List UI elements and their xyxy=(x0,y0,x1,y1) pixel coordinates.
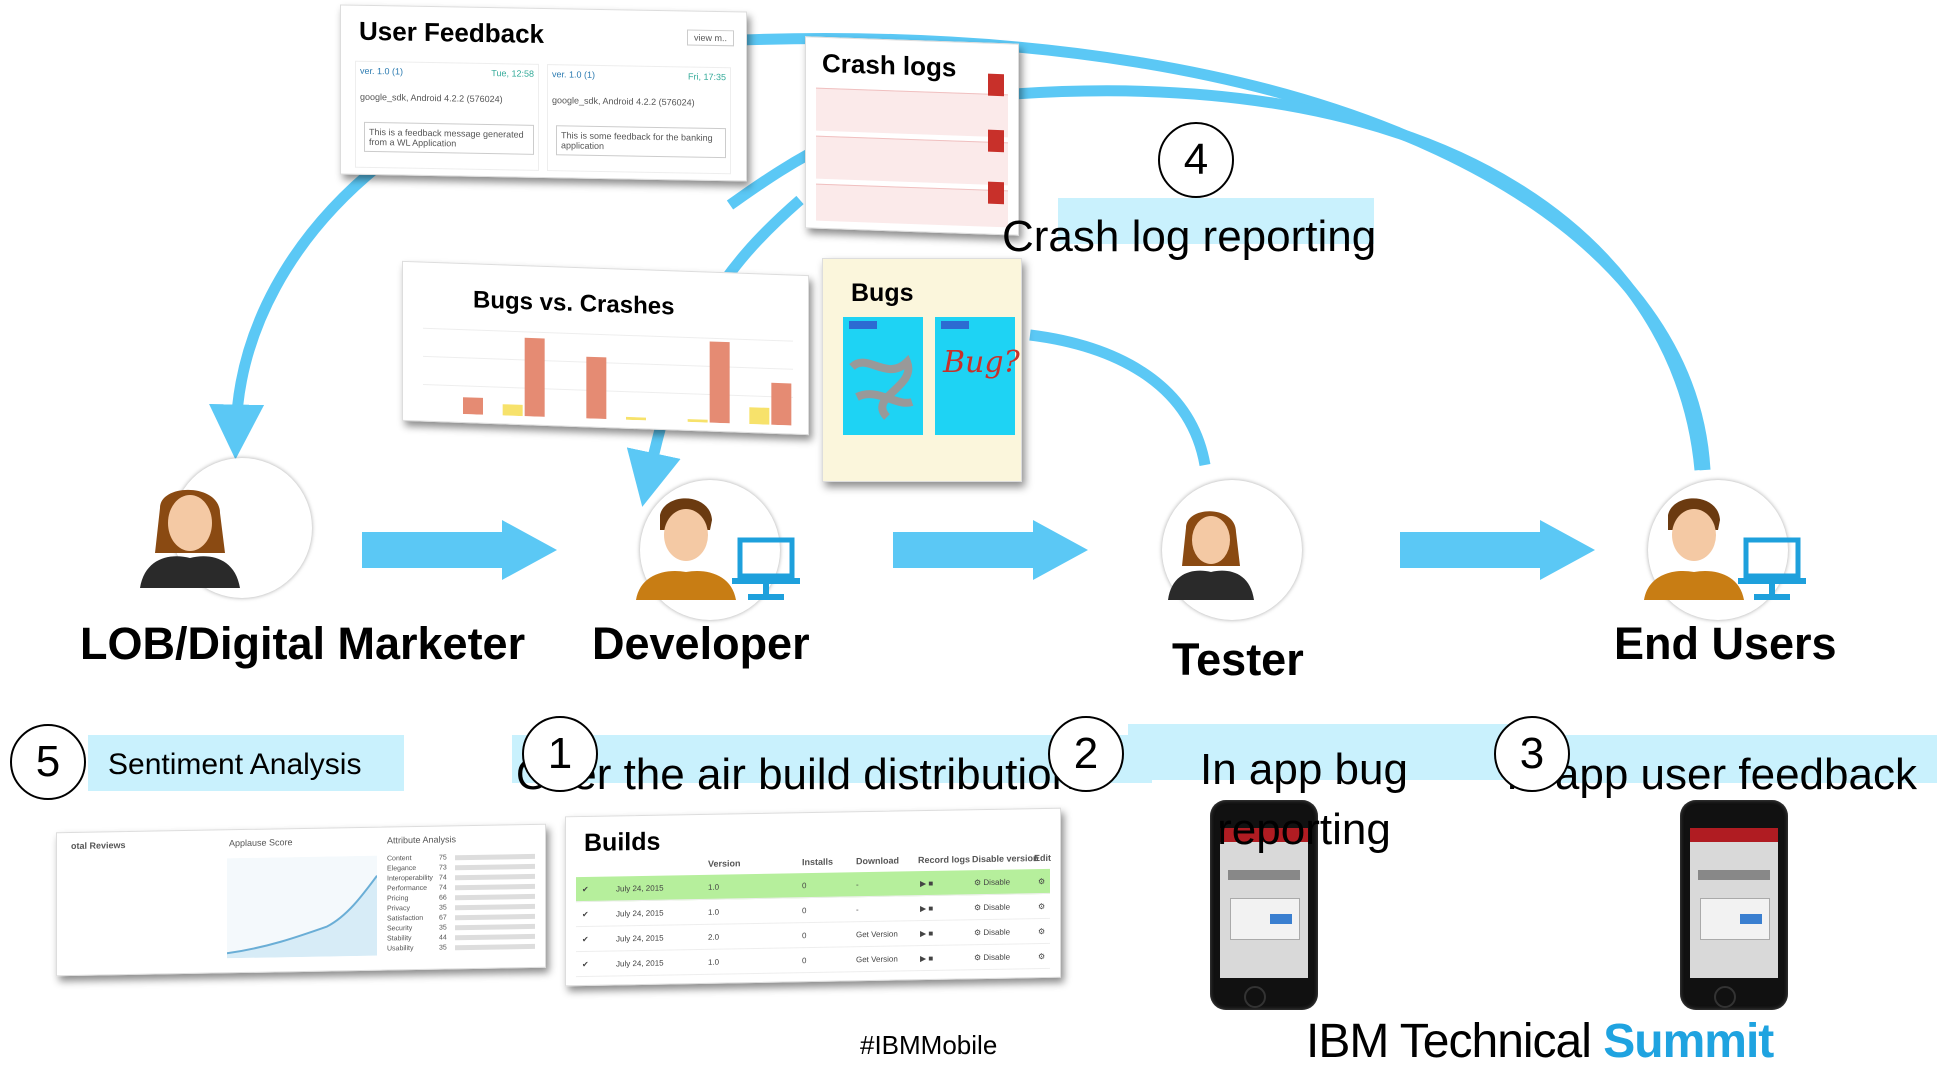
view-more-button[interactable]: view m.. xyxy=(686,29,734,47)
crash-entry-3 xyxy=(816,183,1008,228)
crashes-bar xyxy=(463,397,483,415)
crashes-bar xyxy=(709,341,730,424)
brand-summit: Summit xyxy=(1603,1015,1774,1068)
bugs-vs-crashes-title: Bugs vs. Crashes xyxy=(473,286,675,321)
step-4-label: Crash log reporting xyxy=(1002,212,1377,261)
feedback-col-1: ver. 1.0 (1) Tue, 12:58 google_sdk, Andr… xyxy=(355,60,539,171)
feedback-col-2: ver. 1.0 (1) Fri, 17:35 google_sdk, Andr… xyxy=(547,64,731,175)
bugs-vs-crashes-card: Bugs vs. Crashes xyxy=(402,260,809,436)
step-2-label: In app bug reporting xyxy=(1200,745,1408,854)
crash-entry-1 xyxy=(816,87,1008,138)
bugs-bar xyxy=(626,416,646,421)
crash-logs-title: Crash logs xyxy=(822,47,957,83)
applause-score-chart xyxy=(227,855,377,959)
role-developer: Developer xyxy=(592,618,810,669)
crash-file-icon-2 xyxy=(988,129,1004,153)
bugs-bar xyxy=(687,419,708,423)
feedback-2-time: Fri, 17:35 xyxy=(687,71,726,83)
arrow-lob-to-developer xyxy=(362,520,557,580)
role-tester: Tester xyxy=(1172,634,1304,685)
feedback-1-message: This is a feedback message generated fro… xyxy=(364,121,534,155)
arrow-developer-to-tester xyxy=(893,520,1088,580)
role-lob: LOB/Digital Marketer xyxy=(80,618,526,669)
role-end-users: End Users xyxy=(1614,618,1837,669)
builds-col-edit: Edit xyxy=(1034,852,1051,864)
feedback-1-device: google_sdk, Android 4.2.2 (576024) xyxy=(360,91,503,105)
user-feedback-card: User Feedback view m.. ver. 1.0 (1) Tue,… xyxy=(340,4,747,182)
brand-logo: IBM Technical Summit xyxy=(1306,1015,1774,1068)
grid-line xyxy=(423,355,793,370)
step-2-badge: 2 xyxy=(1048,716,1124,792)
feedback-2-device: google_sdk, Android 4.2.2 (576024) xyxy=(552,95,695,108)
laptop-icon xyxy=(732,537,800,600)
builds-title: Builds xyxy=(584,827,661,857)
step-3-label: In app user feedback xyxy=(1506,750,1917,799)
phone-user-feedback xyxy=(1680,800,1788,1010)
sentiment-dashboard-card: otal Reviews Applause Score Attribute An… xyxy=(56,823,546,977)
female-user-icon xyxy=(1168,511,1254,600)
builds-col-disable: Disable version xyxy=(972,853,1039,865)
tester-to-bugs-curve xyxy=(1029,329,1211,466)
step-4-band xyxy=(1058,198,1374,244)
bug-screenshot-1 xyxy=(843,317,923,435)
male-user-icon xyxy=(636,498,736,600)
bugs-title: Bugs xyxy=(851,279,914,307)
builds-col-record: Record logs xyxy=(918,854,971,866)
crashes-bar xyxy=(524,337,545,417)
bugs-bar xyxy=(502,404,523,417)
crashes-bar xyxy=(586,356,607,420)
female-user-icon xyxy=(140,489,240,588)
step-1-label: Over the air build distribution xyxy=(516,750,1077,799)
bugs-card: Bugs Bug? xyxy=(822,258,1022,482)
bugs-vs-crashes-chart xyxy=(423,327,793,426)
arrow-tester-to-end-users xyxy=(1400,520,1595,580)
grid-line xyxy=(423,327,793,342)
crash-file-icon-1 xyxy=(988,73,1004,97)
builds-col-version: Version xyxy=(708,858,741,869)
phone-bug-reporting xyxy=(1210,800,1318,1010)
crash-logs-card: Crash logs xyxy=(805,36,1019,236)
grid-line xyxy=(423,384,793,398)
laptop-icon xyxy=(1738,537,1806,600)
user-feedback-title: User Feedback xyxy=(359,15,544,50)
builds-card: Builds Version Installs Download Record … xyxy=(565,807,1061,987)
bug-sketch-text: Bug? xyxy=(943,345,1020,380)
feedback-2-version: ver. 1.0 (1) xyxy=(552,69,596,80)
step-2-band xyxy=(1128,724,1518,780)
builds-col-download: Download xyxy=(856,855,899,867)
attribute-analysis-heading: Attribute Analysis xyxy=(387,834,457,846)
step-5-label: Sentiment Analysis xyxy=(108,748,362,781)
feedback-1-version: ver. 1.0 (1) xyxy=(360,65,404,77)
builds-col-installs: Installs xyxy=(802,856,834,868)
feedback-2-message: This is some feedback for the banking ap… xyxy=(556,125,726,159)
bugs-bar xyxy=(749,407,770,425)
hashtag-label: #IBMMobile xyxy=(860,1030,998,1060)
total-reviews-heading: otal Reviews xyxy=(71,840,126,852)
step-5-band xyxy=(88,735,404,791)
step-1-badge: 1 xyxy=(522,716,598,792)
step-1-band xyxy=(512,735,1152,783)
step-4-badge: 4 xyxy=(1158,122,1234,198)
bugs-bar xyxy=(441,413,461,414)
step-3-band xyxy=(1548,735,1937,783)
crashes-bar xyxy=(648,420,668,421)
crash-entry-2 xyxy=(816,135,1008,186)
male-user-icon xyxy=(1644,498,1744,600)
step-3-badge: 3 xyxy=(1494,716,1570,792)
bugs-bar xyxy=(564,418,584,419)
applause-score-heading: Applause Score xyxy=(229,837,293,849)
bug-screenshot-2: Bug? xyxy=(935,317,1020,435)
crashes-bar xyxy=(771,382,792,426)
feedback-1-time: Tue, 12:58 xyxy=(491,68,534,79)
crash-file-icon-3 xyxy=(988,181,1004,205)
step-5-badge: 5 xyxy=(10,724,86,800)
brand-prefix: IBM Technical xyxy=(1306,1015,1604,1068)
